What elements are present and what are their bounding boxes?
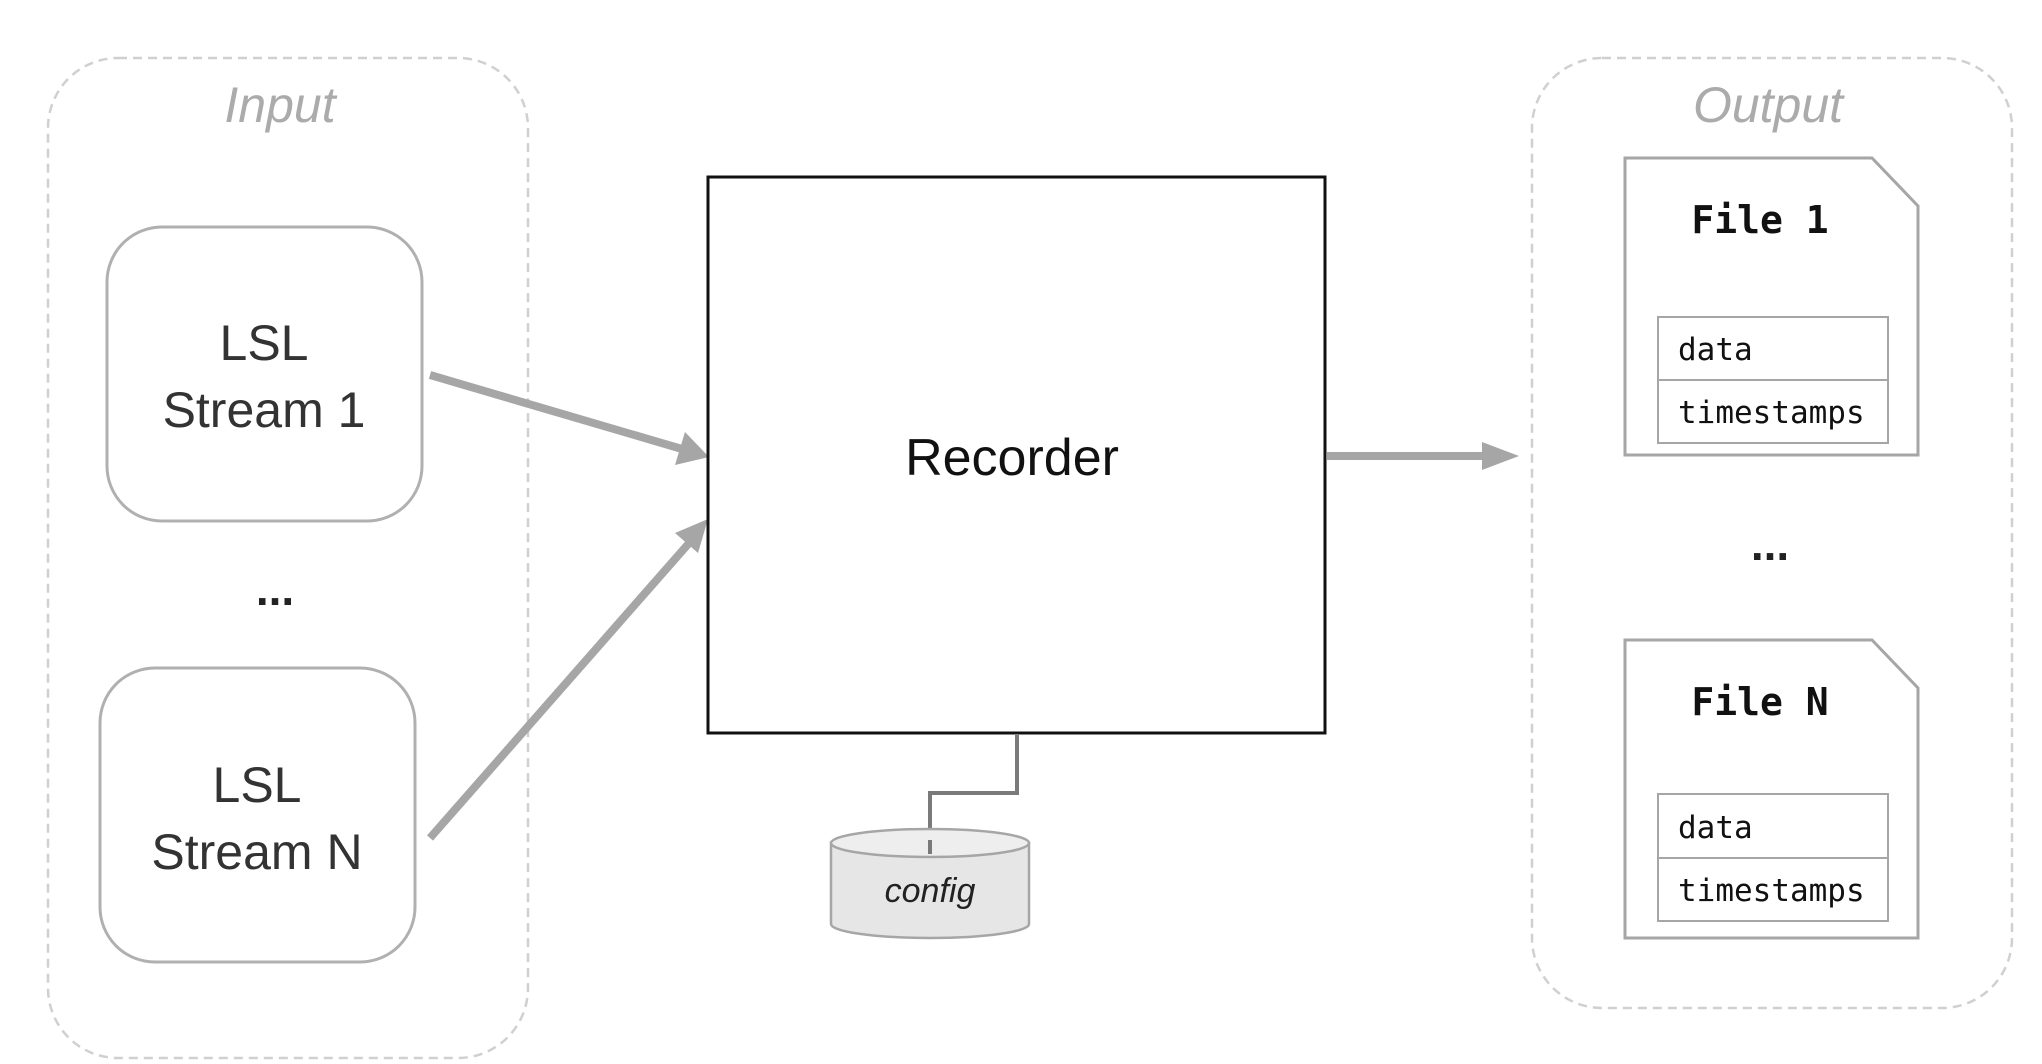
output-arrow [1327,442,1519,470]
config-label: config [885,872,976,910]
input-stream-n: LSL Stream N [98,666,417,964]
arrowhead-icon [675,519,708,553]
file-title: File N [1691,680,1828,724]
input-group-frame [46,56,530,1060]
field-label: timestamps [1678,873,1865,909]
stream-label-line2: Stream N [151,824,362,880]
output-group-frame [1530,56,2014,1010]
output-ellipsis: ... [1751,518,1789,570]
config-connector [928,735,1019,840]
recorder-box [706,175,1327,735]
field-row [1657,857,1889,922]
stream-label-line2: Stream 1 [163,382,366,438]
arrowhead-icon [1482,442,1519,470]
arrow-streamn-to-recorder [426,539,694,841]
recorder-label: Recorder [905,429,1119,487]
field-label: data [1678,810,1753,846]
field-row [1657,793,1889,859]
stream-label-line1: LSL [213,757,302,813]
arrow-stream1-to-recorder [428,371,684,453]
input-group-title: Input [224,77,337,133]
stream-label-line1: LSL [220,315,309,371]
output-group-title: Output [1693,77,1845,133]
field-label: timestamps [1678,395,1865,431]
output-file-1: File 1 data timestamps [1623,156,1920,457]
arrowhead-icon [675,432,709,465]
output-file-n: File N data timestamps [1623,638,1920,940]
config: config [829,735,1031,940]
output-group: Output File 1 data timestamps ... File N… [1530,56,2014,1010]
field-row [1657,316,1889,381]
stream-box [105,225,424,523]
database-icon [829,841,1031,940]
recorder: Recorder [706,175,1327,735]
field-row [1657,379,1889,444]
input-ellipsis: ... [256,563,294,615]
file-title: File 1 [1691,198,1828,242]
input-arrows [426,371,709,841]
input-group: Input LSL Stream 1 ... LSL Stream N [46,56,530,1060]
input-stream-1: LSL Stream 1 [105,225,424,523]
field-label: data [1678,332,1753,368]
stream-box [98,666,417,964]
